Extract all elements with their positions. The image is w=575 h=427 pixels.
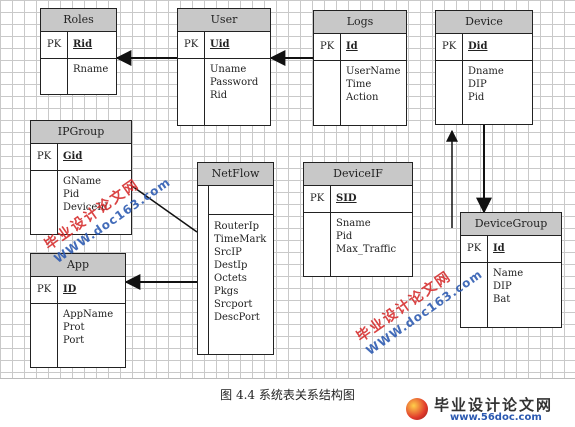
entity-netflow-title: NetFlow — [198, 163, 273, 186]
entity-ipgroup-title: IPGroup — [31, 121, 131, 144]
attribute: DIP — [493, 281, 512, 292]
attribute: Rname — [73, 64, 109, 75]
attribute: Sname — [336, 218, 371, 229]
entity-ipgroup-key-row: PK Gid — [31, 144, 131, 171]
entity-device: Device PK Did Dname DIP Pid — [435, 10, 533, 125]
primary-key-label: PK — [320, 41, 335, 52]
site-logo: 毕业设计论文网 www.56doc.com — [404, 394, 574, 424]
attribute: Uname — [210, 64, 247, 75]
entity-logs-key-row: PK Id — [314, 34, 406, 61]
entity-netflow: NetFlow RouterIp TimeMark SrcIP DestIp O… — [197, 162, 274, 355]
attribute: Pkgs — [214, 286, 239, 297]
entity-deviceif: DeviceIF PK SID Sname Pid Max_Traffic — [303, 162, 413, 277]
attribute: DeviceId — [63, 202, 108, 213]
entity-device-attributes: Dname DIP Pid — [462, 60, 504, 124]
attribute: SrcIP — [214, 247, 242, 258]
entity-roles-key: Rid — [73, 39, 93, 50]
entity-user-key-row: PK Uid — [178, 32, 270, 59]
entity-netflow-attributes: RouterIp TimeMark SrcIP DestIp Octets Pk… — [208, 215, 266, 354]
entity-app-attributes: AppName Prot Port — [57, 303, 113, 367]
entity-user-title: User — [178, 9, 270, 32]
attribute: DIP — [468, 79, 487, 90]
entity-app-title: App — [31, 254, 125, 277]
attribute: Name — [493, 268, 524, 279]
entity-logs-key: Id — [346, 41, 358, 52]
entity-app-key: ID — [63, 284, 77, 295]
entity-netflow-key-row — [208, 186, 273, 215]
attribute: Action — [346, 92, 379, 103]
attribute: Password — [210, 77, 259, 88]
entity-logs: Logs PK Id UserName Time Action — [313, 10, 407, 126]
entity-roles: Roles PK Rid Rname — [40, 8, 117, 95]
attribute: GName — [63, 176, 102, 187]
entity-roles-attributes: Rname — [67, 58, 108, 94]
attribute: Srcport — [214, 299, 253, 310]
entity-device-key-row: PK Did — [436, 34, 532, 61]
connectors — [115, 50, 492, 290]
primary-key-label: PK — [442, 41, 457, 52]
attribute: Bat — [493, 294, 511, 305]
attribute: Octets — [214, 273, 247, 284]
entity-ipgroup: IPGroup PK Gid GName Pid DeviceId — [30, 120, 132, 235]
attribute: Port — [63, 335, 85, 346]
attribute: TimeMark — [214, 234, 267, 245]
figure-caption: 图 4.4 系统表关系结构图 — [220, 388, 355, 402]
primary-key-label: PK — [467, 243, 482, 254]
entity-user-attributes: Uname Password Rid — [204, 58, 258, 125]
primary-key-label: PK — [37, 284, 52, 295]
attribute: Rid — [210, 90, 228, 101]
attribute: Pid — [468, 92, 485, 103]
entity-device-key: Did — [468, 41, 488, 52]
entity-devicegroup-key: Id — [493, 243, 505, 254]
entity-user-key: Uid — [210, 39, 230, 50]
entity-roles-title: Roles — [41, 9, 116, 32]
entity-devicegroup-attributes: Name DIP Bat — [487, 262, 523, 327]
entity-deviceif-title: DeviceIF — [304, 163, 412, 186]
entity-logs-attributes: UserName Time Action — [340, 60, 400, 125]
primary-key-label: PK — [310, 193, 325, 204]
entity-ipgroup-key: Gid — [63, 151, 83, 162]
entity-devicegroup: DeviceGroup PK Id Name DIP Bat — [460, 212, 562, 328]
entity-deviceif-key-row: PK SID — [304, 186, 412, 213]
entity-app-key-row: PK ID — [31, 277, 125, 304]
attribute: Pid — [63, 189, 80, 200]
primary-key-label: PK — [47, 39, 62, 50]
attribute: Time — [346, 79, 372, 90]
logo-url: www.56doc.com — [450, 412, 542, 423]
entity-roles-key-row: PK Rid — [41, 32, 116, 59]
attribute: AppName — [63, 309, 114, 320]
ipgroup-netflow-link — [131, 185, 198, 233]
attribute: Prot — [63, 322, 85, 333]
entity-logs-title: Logs — [314, 11, 406, 34]
entity-device-title: Device — [436, 11, 532, 34]
entity-ipgroup-attributes: GName Pid DeviceId — [57, 170, 108, 234]
entity-devicegroup-key-row: PK Id — [461, 236, 561, 263]
attribute: UserName — [346, 66, 401, 77]
attribute: DescPort — [214, 312, 260, 323]
logo-ball-icon — [406, 398, 428, 420]
attribute: Dname — [468, 66, 504, 77]
entity-devicegroup-title: DeviceGroup — [461, 213, 561, 236]
attribute: DestIp — [214, 260, 248, 271]
primary-key-label: PK — [184, 39, 199, 50]
entity-app: App PK ID AppName Prot Port — [30, 253, 126, 368]
entity-deviceif-key: SID — [336, 193, 357, 204]
entity-user: User PK Uid Uname Password Rid — [177, 8, 271, 126]
entity-deviceif-attributes: Sname Pid Max_Traffic — [330, 212, 396, 276]
attribute: Max_Traffic — [336, 244, 397, 255]
primary-key-label: PK — [37, 151, 52, 162]
attribute: Pid — [336, 231, 353, 242]
attribute: RouterIp — [214, 221, 260, 232]
logo-text: 毕业设计论文网 — [434, 396, 554, 414]
